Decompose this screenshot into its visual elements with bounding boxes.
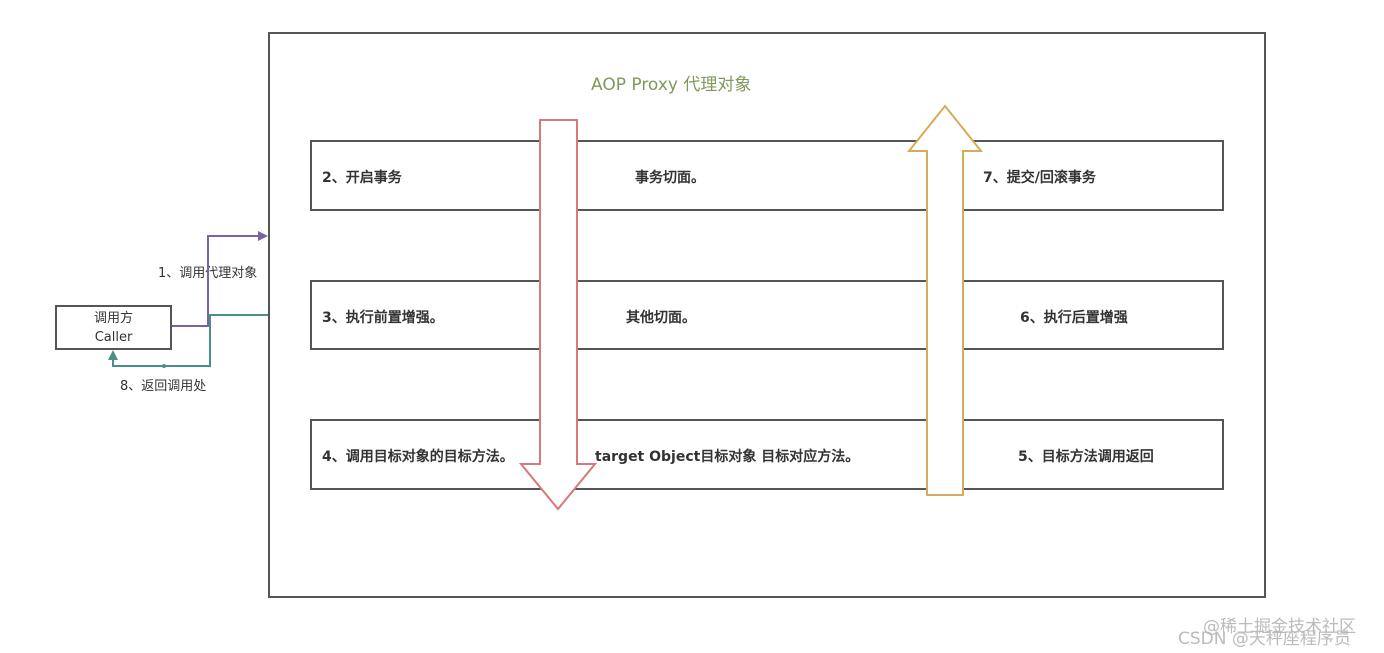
row-target-method <box>310 419 1224 490</box>
row-3-middle-label: target Object目标对象 目标对应方法。 <box>595 449 860 465</box>
proxy-title: AOP Proxy 代理对象 <box>591 75 752 95</box>
up-flow-arrow <box>906 104 984 496</box>
caller-box <box>55 305 172 350</box>
row-1-middle-label: 事务切面。 <box>635 170 705 186</box>
row-2-right-label: 6、执行后置增强 <box>1020 310 1128 326</box>
proxy-frame <box>268 32 1266 598</box>
watermark-juejin: @稀土掘金技术社区 <box>1203 617 1356 637</box>
row-2-middle-label: 其他切面。 <box>626 310 696 326</box>
caller-label-cn: 调用方 <box>93 311 133 326</box>
return-connector <box>112 314 268 367</box>
watermark-csdn: CSDN @天秤座程序员 <box>1178 629 1351 649</box>
caller-label-en: Caller <box>94 330 133 345</box>
row-transaction <box>310 140 1224 211</box>
row-2-left-label: 3、执行前置增强。 <box>322 310 444 326</box>
row-3-left-label: 4、调用目标对象的目标方法。 <box>322 449 514 465</box>
return-arrowhead <box>108 350 118 360</box>
row-other-aspect <box>310 280 1224 350</box>
row-1-right-label: 7、提交/回滚事务 <box>983 170 1096 186</box>
return-caller-label: 8、返回调用处 <box>120 379 207 394</box>
call-connector <box>172 235 262 327</box>
row-3-right-label: 5、目标方法调用返回 <box>1018 449 1154 465</box>
down-flow-arrow <box>518 119 598 511</box>
return-junction-dot <box>162 364 166 368</box>
row-1-left-label: 2、开启事务 <box>322 170 402 186</box>
call-arrowhead <box>258 231 268 241</box>
